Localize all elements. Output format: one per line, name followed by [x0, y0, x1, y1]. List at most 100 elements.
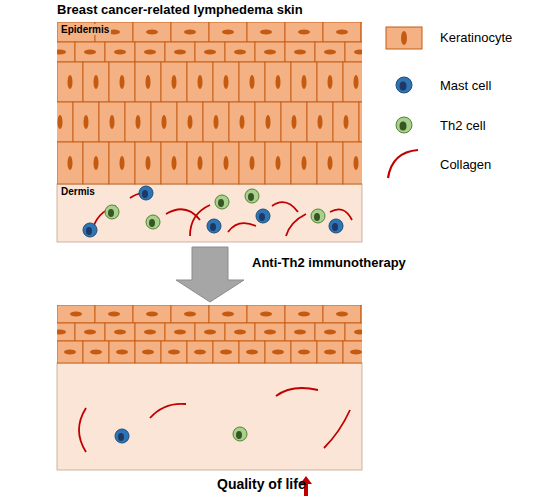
keratinocyte [165, 42, 195, 62]
keratinocyte [187, 142, 213, 184]
collagen-fiber [150, 404, 186, 418]
keratinocyte [359, 102, 362, 142]
keratinocyte [255, 42, 285, 62]
keratinocyte-nucleus [146, 30, 158, 35]
keratinocyte-nucleus [354, 50, 362, 55]
keratinocyte [239, 142, 265, 184]
keratinocyte-layer [57, 22, 362, 184]
cell-nucleus [108, 209, 114, 217]
keratinocyte-nucleus [90, 350, 102, 355]
keratinocyte-nucleus [120, 75, 125, 89]
cell-nucleus [210, 223, 216, 231]
keratinocyte-nucleus [172, 75, 177, 89]
keratinocyte-nucleus [292, 115, 297, 129]
keratinocyte-nucleus [144, 330, 156, 335]
keratinocyte [203, 102, 229, 142]
keratinocyte-nucleus [198, 156, 203, 170]
keratinocyte [213, 142, 239, 184]
keratinocyte-nucleus [108, 312, 120, 317]
cell-nucleus [118, 433, 124, 441]
keratinocyte-nucleus [168, 350, 180, 355]
collagen-fiber [228, 223, 256, 232]
keratinocyte [291, 142, 317, 184]
keratinocyte [109, 142, 135, 184]
cell-nucleus [332, 223, 338, 231]
keratinocyte-nucleus [302, 75, 307, 89]
th2-cell [245, 189, 259, 203]
keratinocyte [105, 42, 135, 62]
th2-cell-icon [396, 117, 412, 133]
keratinocyte [57, 102, 73, 142]
keratinocyte [345, 323, 362, 341]
keratinocyte [135, 62, 161, 102]
keratinocyte [75, 42, 105, 62]
mast-cell [207, 219, 221, 233]
keratinocyte [285, 323, 315, 341]
keratinocyte-nucleus [57, 330, 66, 335]
keratinocyte-nucleus [272, 350, 284, 355]
keratinocyte [343, 341, 362, 363]
panel-title: Breast cancer-related lymphedema skin [57, 2, 303, 17]
keratinocyte [57, 323, 75, 341]
keratinocyte [125, 102, 151, 142]
keratinocyte-nucleus [264, 330, 276, 335]
keratinocyte-nucleus [250, 156, 255, 170]
cell-nucleus [218, 199, 224, 207]
mast-cell [256, 209, 270, 223]
keratinocyte-nucleus [184, 312, 196, 317]
keratinocyte [225, 42, 255, 62]
mast-cell [139, 186, 153, 200]
cell-nucleus [236, 431, 242, 439]
keratinocyte-nucleus [214, 115, 219, 129]
keratinocyte-nucleus [264, 50, 276, 55]
keratinocyte-nucleus [220, 350, 232, 355]
keratinocyte-nucleus [116, 350, 128, 355]
keratinocyte-nucleus [234, 50, 246, 55]
keratinocyte [161, 62, 187, 102]
cell-nucleus [149, 219, 155, 227]
keratinocyte-nucleus [354, 330, 362, 335]
keratinocyte [317, 62, 343, 102]
keratinocyte-nucleus [294, 330, 306, 335]
keratinocyte-nucleus [64, 350, 76, 355]
keratinocyte [213, 341, 239, 363]
dermis-cells [83, 186, 352, 237]
cell-nucleus [86, 227, 92, 235]
keratinocyte [135, 42, 165, 62]
keratinocyte [265, 62, 291, 102]
keratinocyte [343, 62, 362, 102]
mast-cell [83, 223, 97, 237]
keratinocyte-nucleus [222, 312, 234, 317]
keratinocyte-nucleus [57, 50, 66, 55]
keratinocyte [317, 341, 343, 363]
keratinocyte [73, 102, 99, 142]
cell-nucleus [259, 213, 265, 221]
keratinocyte-nucleus [298, 312, 310, 317]
keratinocyte [57, 341, 83, 363]
keratinocyte [291, 62, 317, 102]
keratinocyte-nucleus [298, 30, 310, 35]
skin-panel: Breast cancer-related lymphedema skinEpi… [57, 22, 362, 242]
collagen-fiber [272, 202, 298, 212]
th2-cell [233, 427, 247, 441]
keratinocyte [195, 42, 225, 62]
keratinocyte-nucleus [194, 350, 206, 355]
keratinocyte-nucleus [318, 115, 323, 129]
keratinocyte [135, 323, 165, 341]
keratinocyte [109, 341, 135, 363]
keratinocyte-nucleus [172, 156, 177, 170]
layer-label: Dermis [59, 186, 97, 197]
keratinocyte [165, 323, 195, 341]
collagen-fiber [324, 410, 350, 448]
keratinocyte [161, 341, 187, 363]
keratinocyte [317, 142, 343, 184]
keratinocyte-nucleus [302, 156, 307, 170]
cell-nucleus [314, 213, 320, 221]
keratinocyte [83, 142, 109, 184]
keratinocyte-nucleus [260, 312, 272, 317]
keratinocyte [291, 341, 317, 363]
keratinocyte [247, 305, 285, 323]
keratinocyte-nucleus [198, 75, 203, 89]
keratinocyte [151, 102, 177, 142]
